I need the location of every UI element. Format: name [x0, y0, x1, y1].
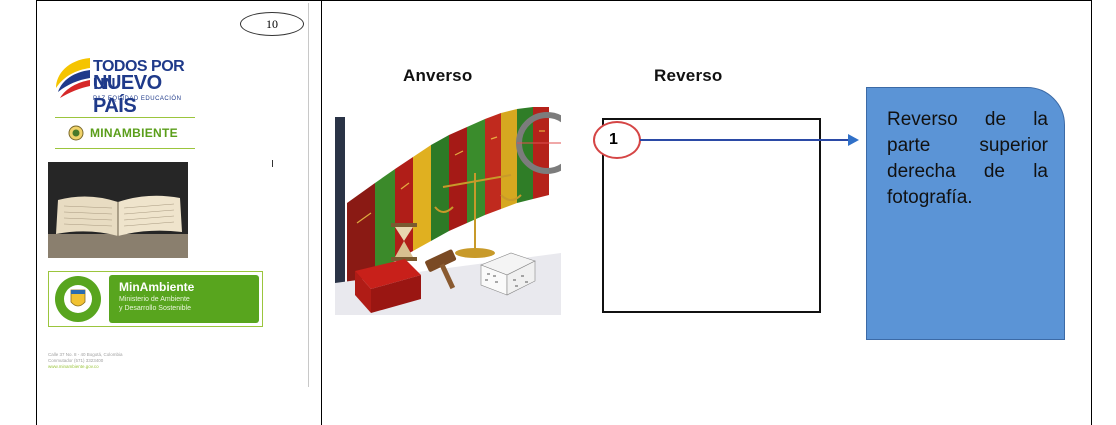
address-website: www.minambiente.gov.co [48, 364, 99, 369]
small-mark [272, 160, 273, 167]
minambiente-logo: MinAmbiente Ministerio de Ambiente y Des… [48, 271, 263, 327]
minambiente-header-text: MINAMBIENTE [90, 126, 178, 140]
heading-anverso: Anverso [403, 66, 473, 85]
logo-tagline: PAZ EQUIDAD EDUCACIÓN [93, 96, 182, 102]
page-number-badge: 10 [240, 12, 304, 36]
flag-swoosh-icon [56, 58, 90, 98]
arrow-right-icon [848, 134, 859, 146]
table-frame [36, 0, 1092, 425]
divider-bottom [55, 148, 195, 149]
minambiente-subtitle-2: y Desarrollo Sostenible [119, 305, 191, 312]
divider-top [55, 117, 195, 118]
minambiente-header: MINAMBIENTE [68, 124, 208, 142]
reverso-outline [602, 118, 821, 313]
connector-arrow-line [640, 139, 850, 141]
table-column-divider [321, 0, 322, 425]
coat-of-arms-icon [68, 125, 84, 141]
address-line: Calle 37 No. 8 - 40 Bogotá, Colombia [48, 352, 123, 357]
minambiente-green-panel [109, 275, 259, 323]
callout-note: Reverso de la parte superior derecha de … [866, 87, 1065, 340]
logo-line-2: NUEVO PAÍS [93, 72, 162, 117]
logo-line-1: TODOS POR UN [93, 58, 185, 93]
marker-number: 1 [593, 121, 641, 159]
open-ledger-photo [48, 162, 188, 258]
address-line: Conmutador (571) 3323400 [48, 358, 104, 363]
ministry-address: Calle 37 No. 8 - 40 Bogotá, Colombia Con… [48, 352, 198, 370]
callout-text: Reverso de la parte superior derecha de … [887, 109, 1048, 208]
minambiente-subtitle-1: Ministerio de Ambiente [119, 296, 190, 303]
heading-reverso: Reverso [654, 66, 723, 85]
anverso-justice-illustration [335, 103, 578, 315]
todos-por-un-nuevo-pais-logo: TODOS POR UN NUEVO PAÍS PAZ EQUIDAD EDUC… [50, 52, 200, 117]
minambiente-title: MinAmbiente [119, 280, 195, 294]
republica-de-colombia-seal-icon [55, 276, 101, 322]
